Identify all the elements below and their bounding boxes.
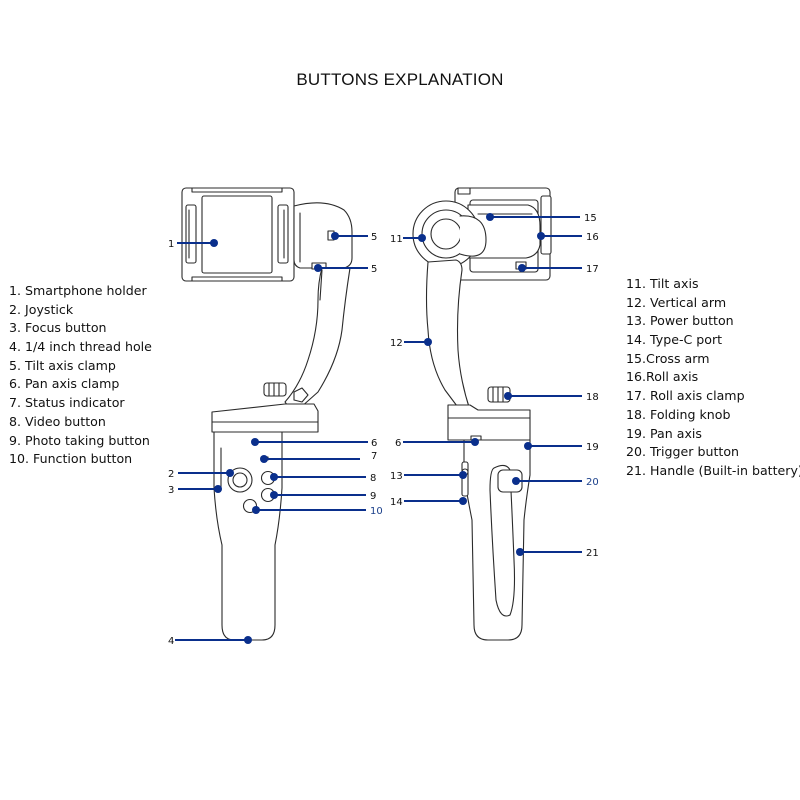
callout-11: 11 xyxy=(390,234,403,245)
folding-knob-back xyxy=(487,386,511,403)
callout-3: 3 xyxy=(168,485,174,496)
callout-18: 18 xyxy=(586,392,599,403)
handle xyxy=(213,431,283,641)
callout-2: 2 xyxy=(168,469,174,480)
pan-motor xyxy=(211,403,319,444)
callout-16: 16 xyxy=(586,232,599,243)
callout-13: 13 xyxy=(390,471,403,482)
legend-item: 12. Vertical arm xyxy=(626,294,727,310)
callout-6-back: 6 xyxy=(395,438,401,449)
vertical-arm xyxy=(284,267,351,409)
callout-21: 21 xyxy=(586,548,599,559)
legend-item: 6. Pan axis clamp xyxy=(9,376,120,392)
legend-item: 10. Function button xyxy=(9,451,133,467)
folding-knob xyxy=(263,382,309,403)
legend-item: 18. Folding knob xyxy=(626,406,731,422)
legend-item: 9. Photo taking button xyxy=(9,432,150,448)
callout-20: 20 xyxy=(586,477,599,488)
legend-item: 3. Focus button xyxy=(9,320,107,336)
gimbal-front-view xyxy=(181,187,353,641)
callout-10: 10 xyxy=(370,506,383,517)
handle-back xyxy=(461,439,531,641)
leader-lines xyxy=(175,213,582,644)
page-title: BUTTONS EXPLANATION xyxy=(296,70,504,89)
legend-item: 11. Tilt axis xyxy=(626,276,699,291)
callout-4: 4 xyxy=(168,636,174,647)
legend-item: 20. Trigger button xyxy=(626,444,740,460)
legend-item: 7. Status indicator xyxy=(9,395,125,411)
callout-5: 5 xyxy=(371,264,377,275)
legend-item: 4. 1/4 inch thread hole xyxy=(9,339,152,355)
callout-17: 17 xyxy=(586,264,599,275)
legend-item: 13. Power button xyxy=(626,313,734,329)
callout-19: 19 xyxy=(586,442,599,453)
legend-item: 1. Smartphone holder xyxy=(9,283,147,298)
legend-item: 2. Joystick xyxy=(9,301,74,317)
callout-14: 14 xyxy=(390,497,403,508)
legend-item: 15.Cross arm xyxy=(626,350,710,366)
callout-6: 6 xyxy=(371,438,377,449)
legend-item: 16.Roll axis xyxy=(626,369,699,385)
legend-item: 21. Handle (Built-in battery) xyxy=(626,462,800,478)
legend-left: 1. Smartphone holder 2. Joystick 3. Focu… xyxy=(9,282,152,469)
callout-labels: 1 5 5 6 7 2 8 3 9 10 4 15 11 16 17 12 18… xyxy=(168,213,599,647)
pan-motor-back xyxy=(447,404,531,445)
legend-item: 5. Tilt axis clamp xyxy=(9,357,116,373)
legend-item: 17. Roll axis clamp xyxy=(626,388,745,404)
callout-9: 9 xyxy=(370,491,376,502)
legend-item: 14. Type-C port xyxy=(626,332,723,348)
legend-item: 8. Video button xyxy=(9,413,106,429)
callout-5: 5 xyxy=(371,232,377,243)
vertical-arm-back xyxy=(425,259,471,411)
callout-7: 7 xyxy=(371,451,377,462)
callout-8: 8 xyxy=(370,473,376,484)
legend-item: 19. Pan axis xyxy=(626,425,702,441)
roll-motor xyxy=(412,200,527,270)
callout-1: 1 xyxy=(168,239,174,250)
legend-right: 11. Tilt axis 12. Vertical arm 13. Power… xyxy=(626,275,800,481)
smartphone-holder xyxy=(181,187,295,282)
gimbal-back-view xyxy=(412,187,552,641)
callout-15: 15 xyxy=(584,213,597,224)
callout-12: 12 xyxy=(390,338,403,349)
